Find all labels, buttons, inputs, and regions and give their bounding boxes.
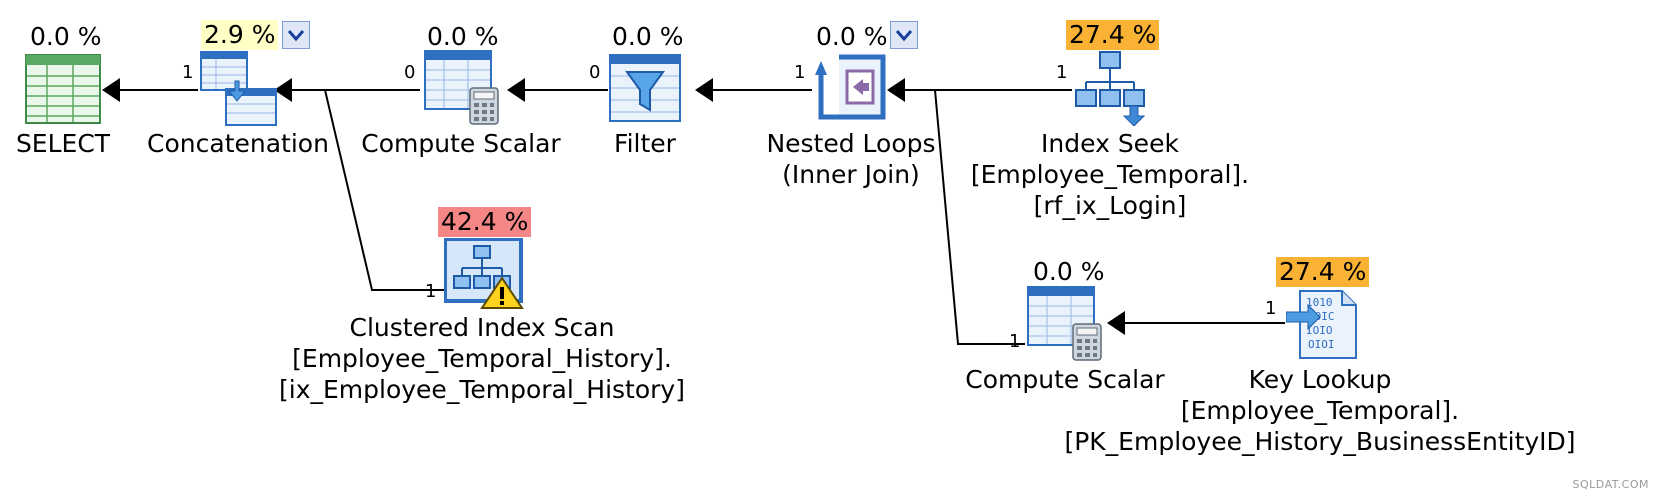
row-count-scan-concat: 1: [425, 281, 437, 302]
clustered-index-scan-label-line-3: [ix_Employee_Temporal_History]: [279, 375, 685, 404]
compute-scalar-1-label: Compute Scalar: [361, 128, 560, 159]
row-count-nested-filter: 1: [794, 62, 806, 83]
key-lookup-label-line-1: Key Lookup: [1248, 365, 1392, 394]
arrowhead-filter: [695, 78, 713, 102]
index-seek-label-line-2: [Employee_Temporal].: [970, 160, 1250, 189]
key-lookup-label-line-2: [Employee_Temporal].: [1180, 396, 1460, 425]
chevron-down-icon: [895, 30, 913, 42]
row-count-filter-compute1: 0: [589, 62, 601, 83]
index-seek-icon[interactable]: [1074, 50, 1146, 126]
arrowhead-compute2: [1107, 311, 1125, 335]
compute-scalar-2-label-line: Compute Scalar: [965, 365, 1165, 394]
edge-compute2-nested: [934, 89, 1025, 345]
filter-cost: 0.0 %: [612, 22, 684, 51]
nested-loops-dropdown[interactable]: [890, 21, 918, 49]
edge-scan-concat: [324, 89, 446, 291]
nested-loops-cost: 0.0 %: [816, 22, 888, 51]
svg-text:IOIO: IOIO: [1306, 324, 1333, 337]
chevron-down-icon: [287, 30, 305, 42]
filter-icon[interactable]: [609, 54, 681, 122]
compute-scalar-1-cost: 0.0 %: [427, 22, 499, 51]
compute-scalar-1-label-line: Compute Scalar: [361, 129, 561, 158]
arrowhead-compute1: [507, 78, 525, 102]
select-cost: 0.0 %: [30, 22, 102, 51]
compute-scalar-1-icon[interactable]: [424, 50, 500, 126]
row-count-concat-select: 1: [182, 62, 194, 83]
svg-text:OIOI: OIOI: [1308, 338, 1335, 351]
key-lookup-label-line-3: [PK_Employee_History_BusinessEntityID]: [1064, 427, 1576, 456]
arrowhead-select: [102, 78, 120, 102]
arrowhead-nested: [887, 78, 905, 102]
index-seek-label-line-1: Index Seek: [1041, 129, 1179, 158]
row-count-lookup-compute2: 1: [1265, 298, 1277, 319]
concatenation-label: Concatenation: [147, 128, 329, 159]
select-label-line: SELECT: [15, 129, 111, 158]
key-lookup-cost: 27.4 %: [1276, 257, 1370, 287]
nested-loops-label: Nested Loops (Inner Join): [766, 128, 935, 190]
compute-scalar-2-cost: 0.0 %: [1033, 257, 1105, 286]
concatenation-icon[interactable]: [200, 51, 278, 127]
clustered-index-scan-label-line-1: Clustered Index Scan: [349, 313, 615, 342]
row-count-compute2-nested: 1: [1009, 331, 1021, 352]
nested-loops-label-line-1: Nested Loops: [766, 129, 936, 158]
clustered-index-scan-icon[interactable]: [444, 238, 524, 310]
select-label: SELECT: [16, 128, 110, 159]
filter-label: Filter: [614, 128, 676, 159]
concatenation-cost: 2.9 %: [201, 20, 279, 50]
key-lookup-label: Key Lookup [Employee_Temporal]. [PK_Empl…: [1064, 364, 1575, 457]
concatenation-label-line: Concatenation: [147, 129, 329, 158]
index-seek-label: Index Seek [Employee_Temporal]. [rf_ix_L…: [971, 128, 1249, 221]
nested-loops-label-line-2: (Inner Join): [782, 160, 920, 189]
warning-icon: [480, 276, 524, 309]
row-count-compute1-concat: 0: [404, 62, 416, 83]
arrowhead-concat: [274, 78, 292, 102]
row-count-seek-nested: 1: [1056, 62, 1068, 83]
svg-text:1010: 1010: [1306, 296, 1333, 309]
clustered-index-scan-cost: 42.4 %: [438, 207, 532, 237]
index-seek-label-line-3: [rf_ix_Login]: [1033, 191, 1187, 220]
clustered-index-scan-label: Clustered Index Scan [Employee_Temporal_…: [279, 312, 685, 405]
nested-loops-icon[interactable]: [815, 53, 887, 123]
filter-label-line: Filter: [614, 129, 676, 158]
compute-scalar-2-icon[interactable]: [1027, 286, 1103, 362]
compute-scalar-2-label: Compute Scalar: [965, 364, 1164, 395]
concatenation-dropdown[interactable]: [282, 21, 310, 49]
clustered-index-scan-label-line-2: [Employee_Temporal_History].: [292, 344, 672, 373]
select-icon[interactable]: [25, 54, 101, 124]
index-seek-cost: 27.4 %: [1066, 20, 1160, 50]
watermark: SQLDAT.COM: [1572, 478, 1649, 491]
